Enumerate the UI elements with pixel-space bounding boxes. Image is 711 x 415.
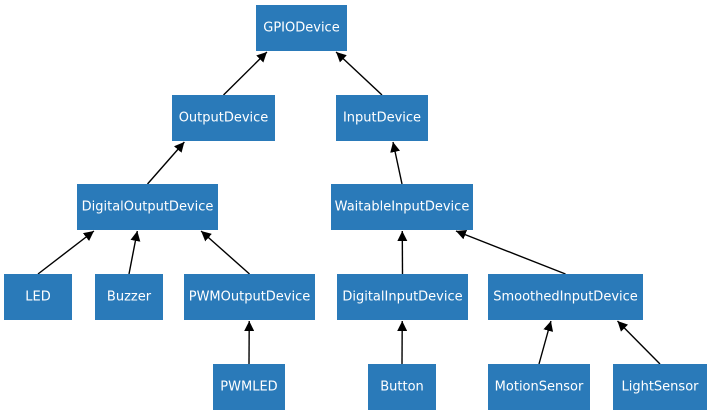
class-node-button: Button — [368, 364, 436, 410]
node-box — [613, 364, 707, 410]
class-node-pwmled: PWMLED — [213, 364, 285, 410]
class-node-waitable-input: WaitableInputDevice — [331, 184, 473, 230]
node-label: MotionSensor — [495, 380, 584, 395]
arrow-line — [200, 230, 250, 275]
node-box — [337, 274, 468, 320]
arrow-line — [335, 51, 383, 96]
arrow-line — [538, 320, 554, 365]
class-node-gpio: GPIODevice — [256, 5, 347, 51]
class-node-buzzer: Buzzer — [95, 274, 163, 320]
arrow-line — [37, 230, 95, 275]
node-box — [256, 5, 347, 51]
node-box — [77, 184, 218, 230]
node-box — [184, 274, 315, 320]
node-label: DigitalOutputDevice — [82, 200, 214, 215]
node-label: DigitalInputDevice — [342, 290, 462, 305]
arrow-line — [616, 320, 661, 365]
node-label: Button — [380, 380, 424, 395]
inheritance-arrow-motion_sensor-to-smoothed_input — [538, 320, 554, 365]
node-box — [213, 364, 285, 410]
inheritance-arrow-input-to-gpio — [335, 51, 383, 96]
node-label: OutputDevice — [179, 111, 269, 126]
inheritance-arrow-waitable_input-to-input — [390, 141, 403, 185]
node-label: LightSensor — [621, 380, 699, 395]
node-box — [368, 364, 436, 410]
class-node-light-sensor: LightSensor — [613, 364, 707, 410]
node-label: PWMLED — [220, 380, 277, 395]
inheritance-arrow-digital_output-to-output — [146, 141, 185, 185]
class-node-digital-input: DigitalInputDevice — [337, 274, 468, 320]
node-label: WaitableInputDevice — [335, 200, 470, 215]
class-node-output: OutputDevice — [172, 95, 275, 141]
node-box — [331, 184, 473, 230]
node-label: PWMOutputDevice — [189, 290, 311, 305]
arrow-line — [128, 230, 141, 275]
inheritance-arrow-led-to-digital_output — [37, 230, 95, 275]
arrow-line — [455, 229, 566, 275]
inheritance-arrow-buzzer-to-digital_output — [128, 230, 141, 275]
inheritance-arrow-light_sensor-to-smoothed_input — [616, 320, 661, 365]
node-box — [336, 95, 428, 141]
arrow-line — [146, 141, 185, 185]
arrow-line — [390, 141, 403, 185]
arrow-line — [223, 51, 268, 96]
node-label: Buzzer — [107, 290, 152, 305]
node-box — [488, 364, 590, 410]
class-node-pwm-output: PWMOutputDevice — [184, 274, 315, 320]
node-label: SmoothedInputDevice — [493, 290, 638, 305]
node-label: GPIODevice — [263, 21, 339, 36]
node-label: InputDevice — [343, 111, 421, 126]
class-node-digital-output: DigitalOutputDevice — [77, 184, 218, 230]
class-node-motion-sensor: MotionSensor — [488, 364, 590, 410]
node-box — [4, 274, 72, 320]
class-node-smoothed-input: SmoothedInputDevice — [488, 274, 643, 320]
class-node-led: LED — [4, 274, 72, 320]
node-box — [172, 95, 275, 141]
node-box — [95, 274, 163, 320]
inheritance-arrow-output-to-gpio — [223, 51, 268, 96]
class-node-input: InputDevice — [336, 95, 428, 141]
node-label: LED — [25, 290, 50, 305]
inheritance-arrow-pwm_output-to-digital_output — [200, 230, 250, 275]
node-box — [488, 274, 643, 320]
inheritance-arrow-smoothed_input-to-waitable_input — [455, 229, 566, 275]
